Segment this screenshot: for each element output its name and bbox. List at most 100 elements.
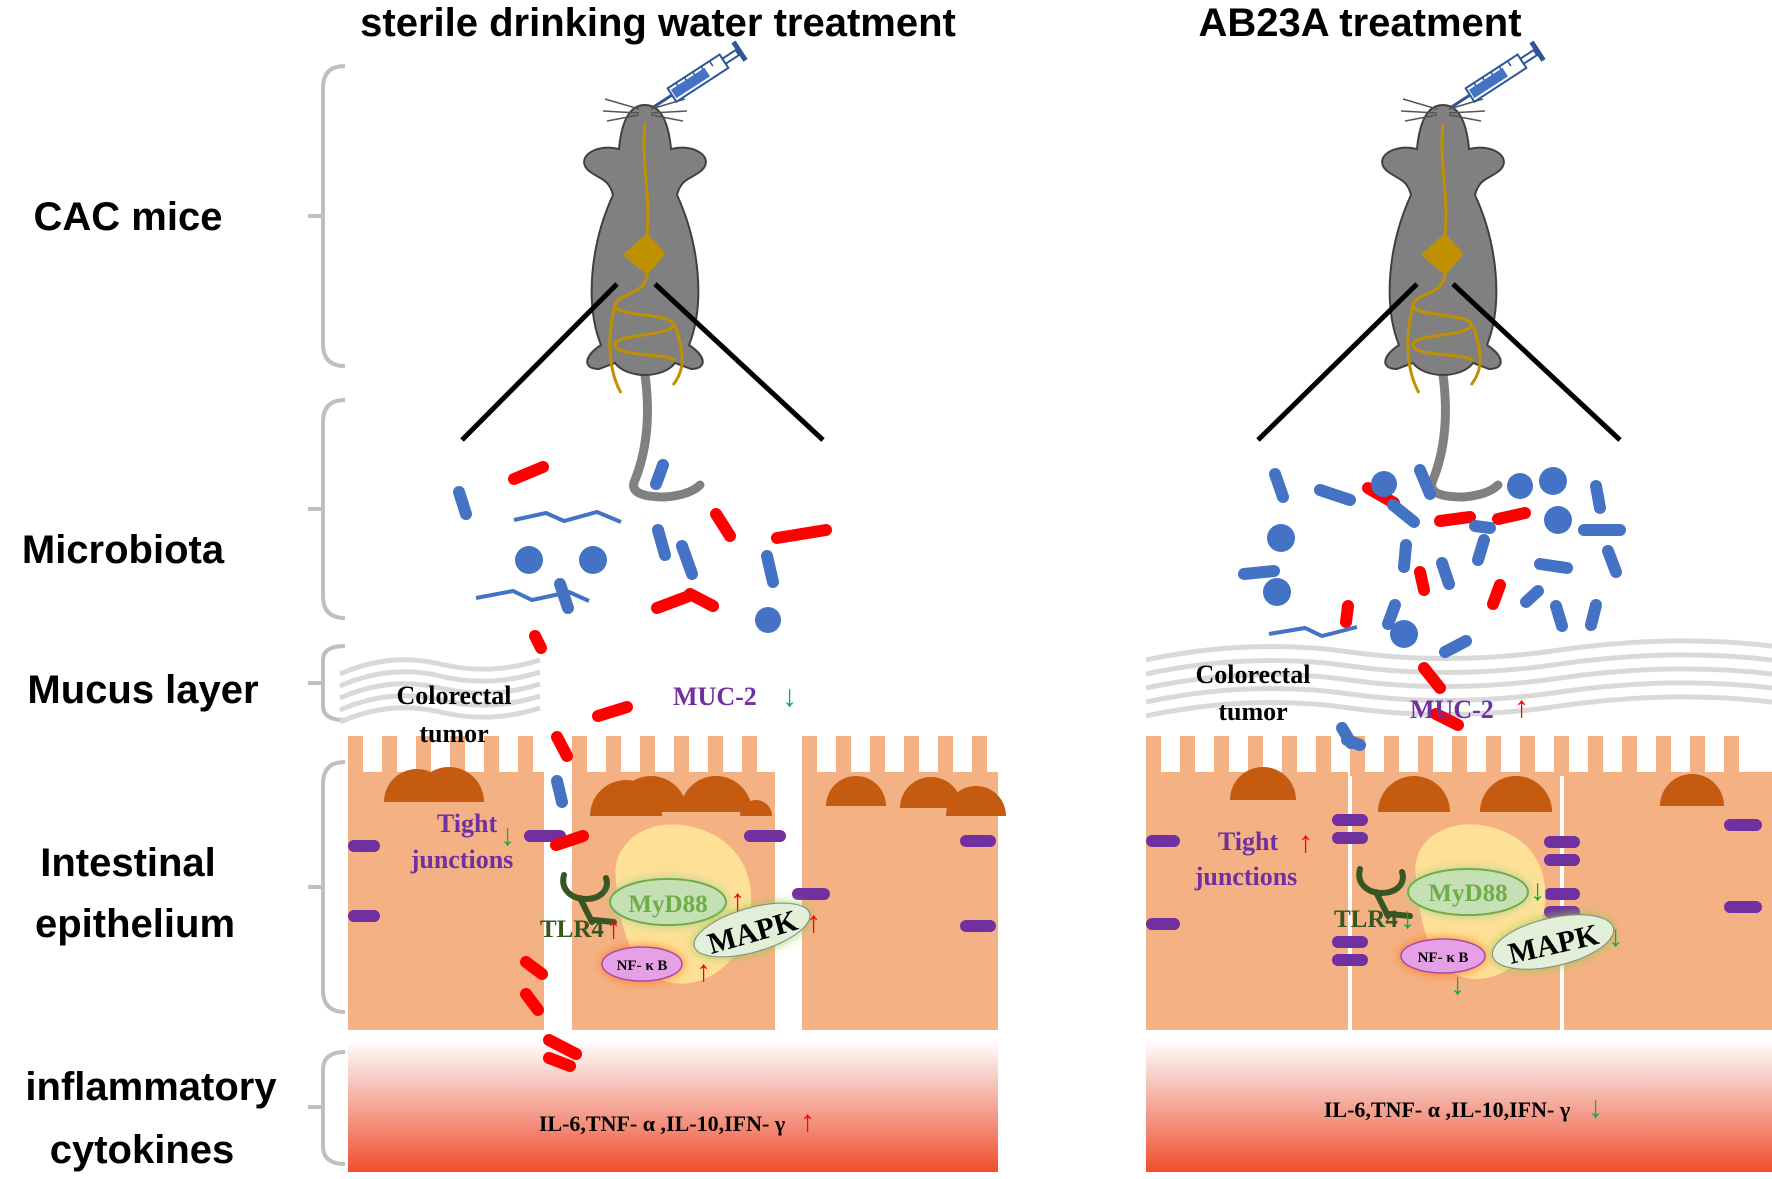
- blue-coccus-bacterium: [1263, 578, 1291, 606]
- blue-rod-bacterium: [554, 578, 574, 614]
- villus: [904, 736, 919, 776]
- red-rod-bacterium: [543, 1034, 582, 1060]
- red-rod-bacterium: [550, 830, 589, 851]
- tumor: [900, 777, 962, 808]
- tight-label-line1-left: Tight: [437, 809, 498, 838]
- tumor-label-line2-right: tumor: [1218, 697, 1287, 726]
- red-rod-bacterium: [543, 1052, 576, 1072]
- blue-rod-bacterium: [1414, 464, 1436, 500]
- blue-coccus-bacterium: [515, 546, 543, 574]
- tumor: [740, 800, 772, 816]
- villus: [1282, 736, 1297, 776]
- tumor: [1480, 776, 1552, 812]
- row-label-cytokines-line2: cytokines: [50, 1128, 235, 1172]
- blue-coccus-bacterium: [1539, 467, 1567, 495]
- blue-coccus-bacterium: [1544, 506, 1572, 534]
- mucus-layer-left: [338, 657, 541, 725]
- villi-left: [348, 736, 987, 776]
- blue-coccus-bacterium: [1390, 620, 1418, 648]
- villus: [674, 736, 689, 776]
- zoom-line-right-b: [1451, 282, 1622, 442]
- red-rod-bacterium: [529, 630, 547, 654]
- villus: [1418, 736, 1433, 776]
- villus: [450, 736, 465, 776]
- trend-arrow-cytokines-right: ↓: [1588, 1091, 1603, 1124]
- red-rod-bacterium: [684, 588, 719, 612]
- mouse-stomach: [627, 233, 665, 273]
- blue-rod-bacterium: [1469, 520, 1496, 534]
- mouse-tail: [629, 370, 705, 502]
- blue-rod-bacterium: [1585, 599, 1602, 631]
- muc2-label-left: MUC-2: [673, 682, 757, 711]
- red-rod-bacterium: [520, 988, 544, 1016]
- blue-rod-bacterium: [1382, 599, 1401, 630]
- villus: [708, 736, 723, 776]
- trend-arrow-myd88-right: ↓: [1530, 874, 1545, 907]
- villus: [1656, 736, 1671, 776]
- blue-rod-bacterium: [1590, 480, 1606, 514]
- blue-rod-bacterium: [652, 524, 671, 561]
- blue-rod-bacterium: [650, 459, 669, 490]
- villus: [1724, 736, 1739, 776]
- tumor: [680, 776, 752, 812]
- tight-junctions-right: [1146, 814, 1762, 966]
- villus: [1316, 736, 1331, 776]
- blue-rod-bacterium: [453, 486, 472, 520]
- villus: [1690, 736, 1705, 776]
- tlr4-label: TLR4: [1334, 906, 1398, 933]
- mucus-layer-right: [1145, 638, 1772, 719]
- cytokine-band-right: [1146, 1040, 1772, 1172]
- villus: [484, 736, 499, 776]
- villus: [1146, 736, 1161, 776]
- blue-rod-bacterium: [1341, 734, 1366, 751]
- blue-rod-bacterium: [1602, 545, 1622, 578]
- tight-label-line1-right: Tight: [1218, 827, 1279, 856]
- mouse-tail: [1427, 370, 1503, 502]
- mouse-whiskers: [1400, 98, 1486, 122]
- villus: [416, 736, 431, 776]
- nfkb-label: NF- κ B: [1418, 950, 1469, 966]
- trend-arrow-tight-right: ↑: [1298, 826, 1313, 859]
- villus: [518, 736, 533, 776]
- syringe-icon-left: [652, 40, 748, 109]
- blue-coccus-bacterium: [579, 546, 607, 574]
- trend-arrow-cytokines-left: ↑: [800, 1105, 815, 1138]
- row-label-mice: CAC mice: [34, 195, 223, 239]
- bracket-cytokines: [308, 1050, 346, 1166]
- red-rod-bacterium: [651, 590, 695, 614]
- tlr4-receptor-icon: [1356, 866, 1413, 919]
- zoom-line-right-a: [1256, 282, 1419, 442]
- mouse-gut: [1406, 122, 1482, 394]
- blue-coccus-bacterium: [1267, 524, 1295, 552]
- villus: [938, 736, 953, 776]
- villus: [1452, 736, 1467, 776]
- syringe-icon-right: [1450, 40, 1546, 109]
- myd88-node: [609, 878, 727, 926]
- nfkb-node: [601, 946, 683, 982]
- blue-rod-bacterium: [761, 550, 779, 588]
- myd88-label: MyD88: [628, 891, 707, 918]
- villus: [348, 736, 363, 776]
- blue-coccus-bacterium: [1371, 471, 1397, 497]
- trend-arrow-nfkb-left: ↑: [696, 955, 711, 988]
- mapk-node: [693, 902, 811, 958]
- myd88-node: [1407, 868, 1529, 916]
- villus: [1554, 736, 1569, 776]
- trend-arrow-mapk-left: ↑: [806, 906, 821, 939]
- villus: [1588, 736, 1603, 776]
- blue-coccus-bacterium: [1507, 473, 1533, 499]
- trend-arrow-nfkb-right: ↓: [1450, 968, 1465, 1001]
- row-label-epithelium-line1: Intestinal: [40, 841, 216, 885]
- trend-arrow-mapk-right: ↓: [1608, 920, 1623, 953]
- cytokines-label-right: IL-6,TNF- α ,IL-10,IFN- γ: [1324, 1097, 1570, 1122]
- mouse-stomach: [1425, 233, 1463, 273]
- red-rod-bacterium: [1418, 662, 1446, 694]
- bracket-microbiota: [308, 398, 346, 620]
- blue-rod-bacterium: [1314, 484, 1356, 506]
- nfkb-node: [1400, 938, 1486, 974]
- trend-arrow-tlr4-left: ↑: [606, 912, 621, 945]
- signaling-right: MyD88 MAPK NF- κ B TLR4: [1334, 824, 1615, 979]
- row-label-mucus: Mucus layer: [27, 668, 258, 712]
- villus: [836, 736, 851, 776]
